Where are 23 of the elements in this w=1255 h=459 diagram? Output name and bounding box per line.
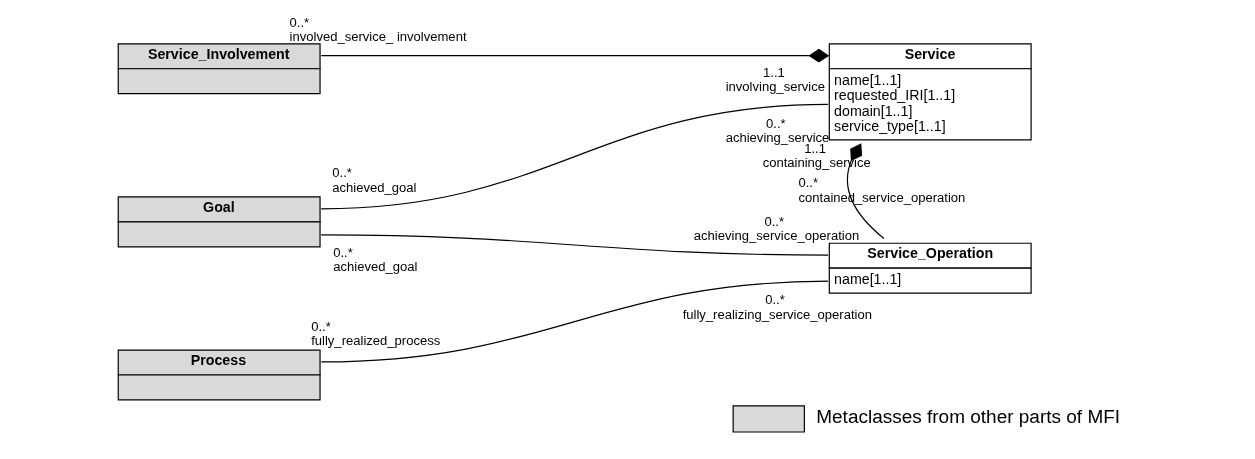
label: fully_realized_process (311, 333, 441, 349)
label: achieving_service (725, 130, 830, 146)
label: 0..* (311, 319, 331, 335)
label: involving_service (725, 79, 826, 95)
label: 0..* (766, 116, 786, 132)
label: involved_service_ involvement (289, 29, 467, 45)
connector (320, 280, 829, 363)
label: 0..* (764, 213, 785, 229)
label: 0..* (332, 165, 352, 181)
connector (320, 48, 830, 63)
label: 0..* (765, 292, 785, 308)
label: 0..* (333, 244, 353, 260)
label: achieved_goal (333, 258, 418, 274)
label: fully_realizing_service_operation (682, 306, 872, 322)
connector (320, 103, 829, 210)
label: achieving_service_operation (693, 227, 860, 243)
label: 1..1 (763, 64, 785, 80)
label: achieved_goal (332, 179, 417, 195)
label: 0..* (289, 14, 310, 30)
connector (320, 234, 829, 256)
legend-label: Metaclasses from other parts of MFI (816, 406, 1121, 428)
connector (846, 143, 885, 240)
label: 0..* (798, 175, 819, 191)
